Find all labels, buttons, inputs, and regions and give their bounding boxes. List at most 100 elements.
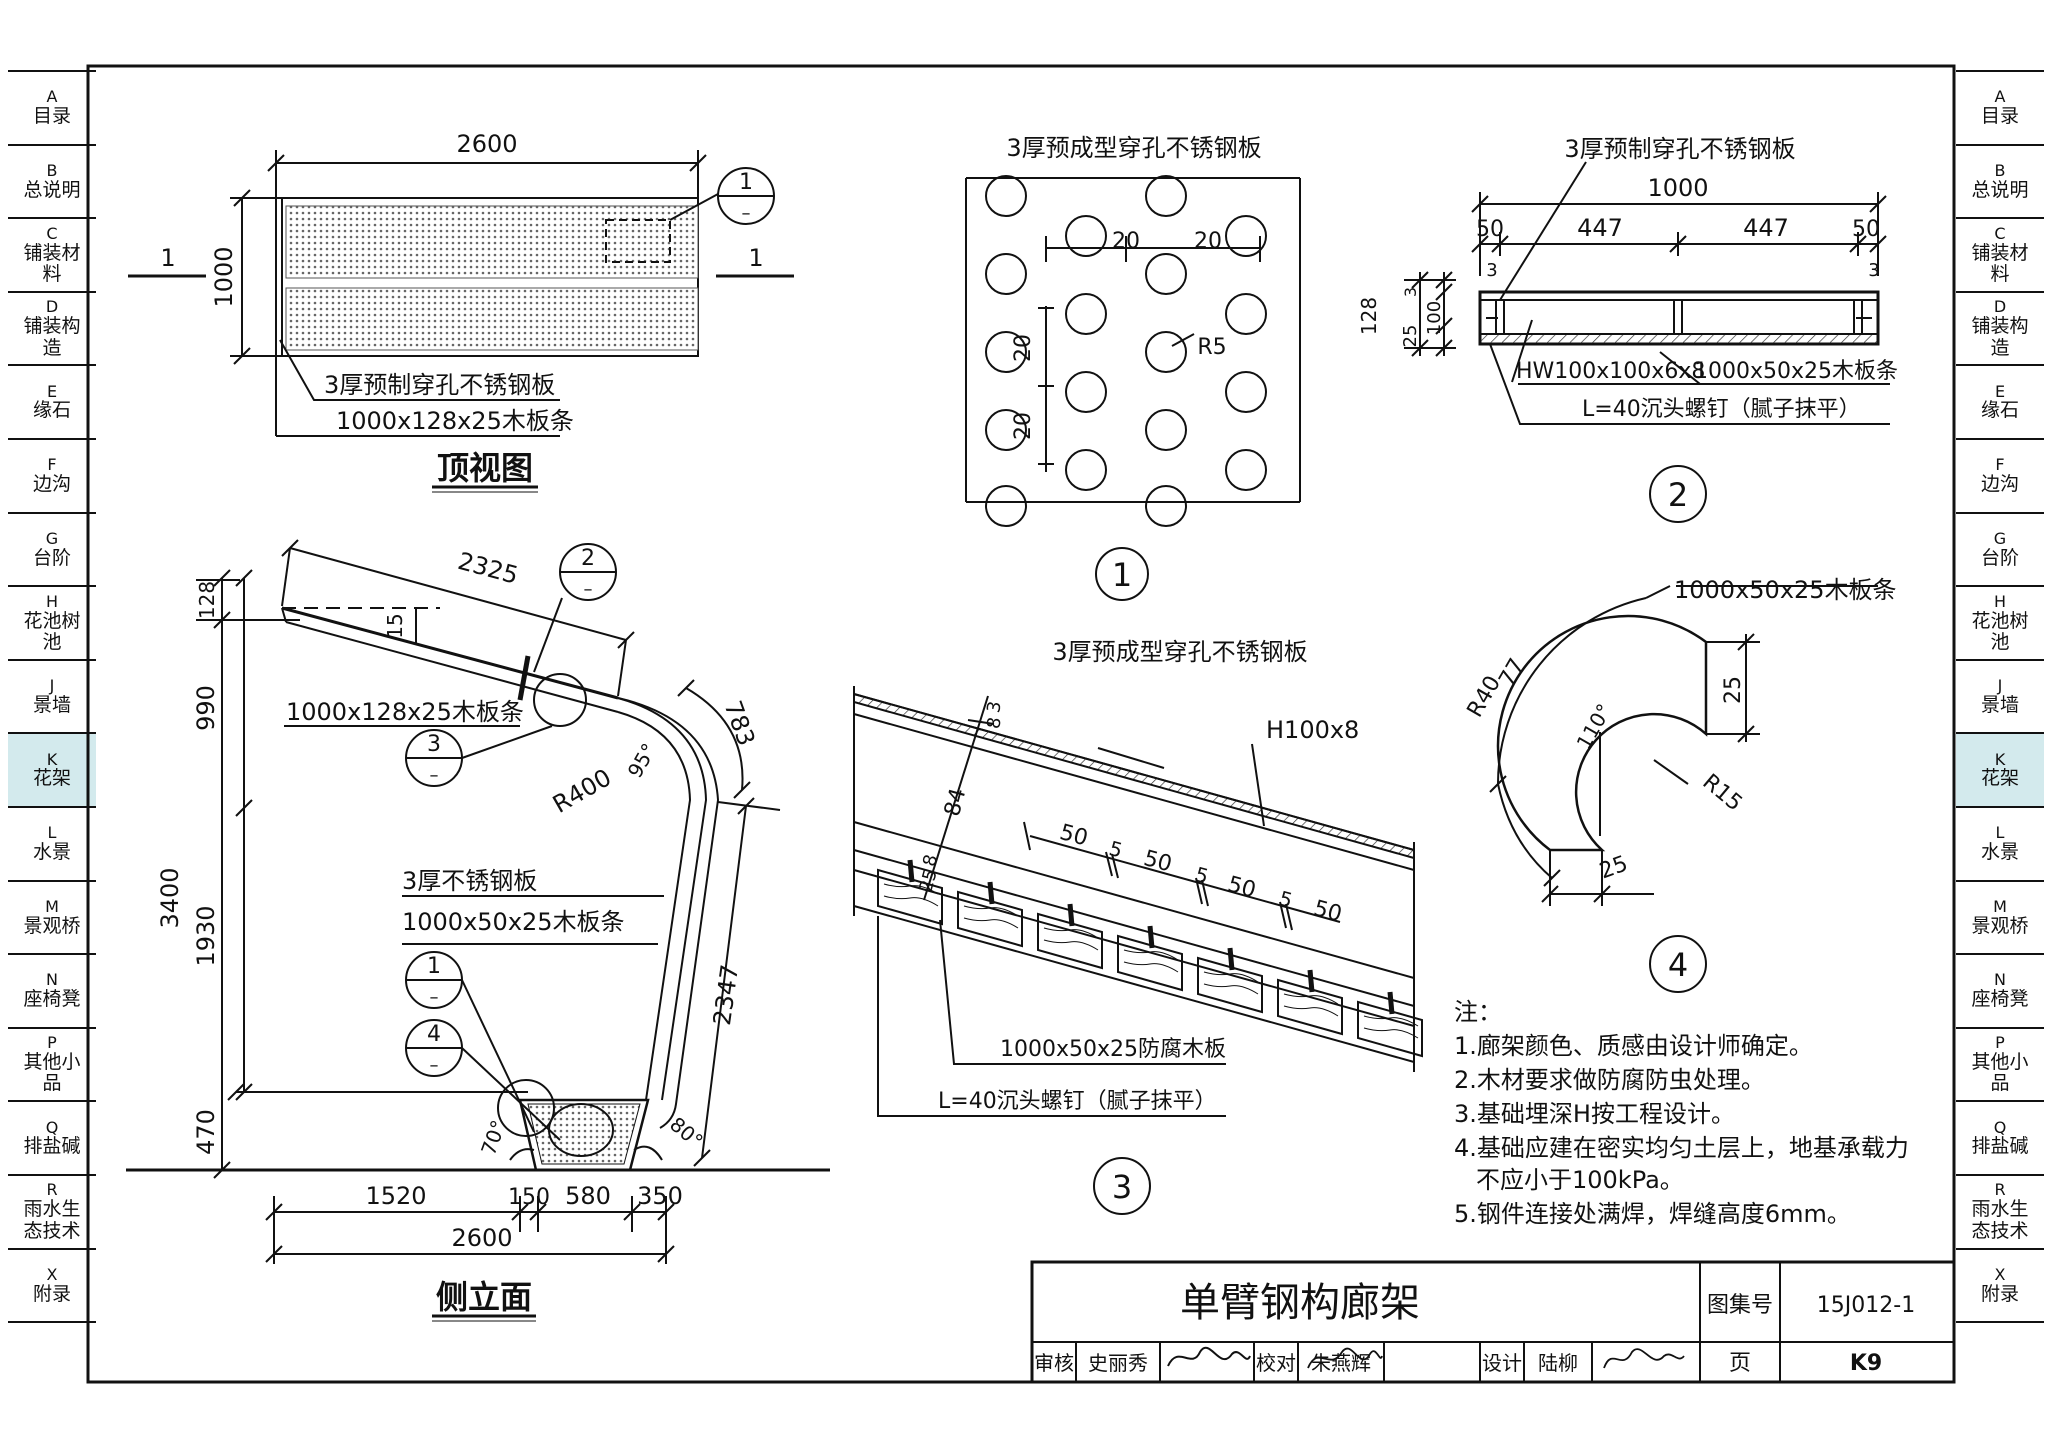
- check-label: 校对: [1256, 1351, 1296, 1375]
- nav-tab-label: 雨水生态技术: [23, 1198, 81, 1242]
- detail1-dim-d: 20: [1011, 412, 1036, 440]
- side-callout-2-sheet: –: [584, 579, 593, 600]
- detail-4-bent-board: [1489, 585, 1878, 993]
- nav-tab-label: 铺装材料: [23, 241, 81, 285]
- note-4: 4.基础应建在密实均匀土层上，地基承载力: [1454, 1134, 1909, 1162]
- detail1-number: 1: [1112, 556, 1132, 594]
- nav-tab-code: F: [1995, 455, 2005, 475]
- detail2-dim-50a: 50: [1476, 217, 1504, 242]
- nav-tab-code: X: [1994, 1264, 2006, 1284]
- drawing-title: 单臂钢构廊架: [1180, 1280, 1420, 1326]
- perforation-hole: [985, 253, 1027, 295]
- section-mark-right: 1: [748, 244, 763, 272]
- detail2-label-board: 1000x50x25木板条: [1694, 359, 1898, 384]
- countersunk-screw: [1227, 947, 1235, 971]
- side-dim-3400: 3400: [156, 867, 184, 928]
- detail3-dim-8b: 8: [919, 852, 942, 868]
- note-5: 5.钢件连接处满焊，焊缝高度6mm。: [1454, 1200, 1851, 1228]
- detail3-label-h: H100x8: [1266, 716, 1359, 744]
- nav-tab-code: X: [46, 1264, 58, 1284]
- nav-end-rule: [1956, 1321, 2044, 1324]
- sheet-frame: [86, 64, 1956, 1384]
- top-view-title: 顶视图: [437, 449, 533, 487]
- wood-plank: [957, 890, 1023, 948]
- nav-tab-code: L: [1995, 823, 2005, 843]
- review-name: 史丽秀: [1088, 1351, 1148, 1375]
- side-dim-990: 990: [192, 685, 220, 731]
- detail2-label-hw: HW100x100x6x8: [1516, 359, 1705, 384]
- page-number: K9: [1850, 1351, 1882, 1376]
- side-label-board: 1000x50x25木板条: [402, 908, 625, 936]
- detail-1-perforation: [965, 175, 1301, 601]
- nav-tab-code: G: [1993, 528, 2007, 548]
- detail3-label-board: 1000x50x25防腐木板: [1000, 1037, 1226, 1062]
- wood-grain: [883, 883, 939, 907]
- wood-plank: [1277, 978, 1343, 1036]
- nav-tab-code: J: [49, 675, 55, 695]
- perforation-hole: [1225, 215, 1267, 257]
- nav-tab-label: 铺装构造: [23, 315, 81, 359]
- nav-tab-label: 附录: [1980, 1282, 2019, 1305]
- top-callout-number: 1: [739, 170, 753, 195]
- nav-tab-code: N: [1994, 970, 2006, 990]
- detail1-dim-a: 20: [1112, 229, 1140, 254]
- nav-tab-label: 雨水生态技术: [1971, 1198, 2029, 1242]
- nav-tab-code: J: [1997, 675, 2003, 695]
- design-name: 陆柳: [1538, 1351, 1578, 1375]
- countersunk-screw: [1387, 991, 1395, 1015]
- wood-plank: [877, 868, 943, 926]
- note-2: 2.木材要求做防腐防虫处理。: [1454, 1066, 1765, 1094]
- detail1-dim-c: 20: [1011, 334, 1036, 362]
- design-label: 设计: [1482, 1351, 1522, 1375]
- detail3-spacing-50b: 50: [1141, 846, 1175, 877]
- note-4-cont: 不应小于100kPa。: [1476, 1166, 1684, 1194]
- nav-tab-code: M: [1993, 896, 2007, 916]
- side-dim-bottom-1520: 1520: [365, 1182, 426, 1210]
- wood-plank: [1117, 934, 1183, 992]
- nav-tab-code: C: [1994, 223, 2006, 243]
- notes: 注： 1.廊架颜色、质感由设计师确定。 2.木材要求做防腐防虫处理。 3.基础埋…: [1454, 998, 1909, 1228]
- nav-tab-label: 缘石: [1980, 399, 2019, 422]
- perforation-hole: [1145, 485, 1187, 527]
- title-block: [1030, 1260, 1956, 1384]
- check-name: 朱燕辉: [1311, 1351, 1371, 1375]
- detail3-dim-8: 8: [983, 716, 1006, 731]
- detail4-label-board: 1000x50x25木板条: [1674, 576, 1897, 604]
- nav-tab-label: 座椅凳: [23, 988, 81, 1011]
- detail3-spacing-5c: 5: [1277, 886, 1296, 912]
